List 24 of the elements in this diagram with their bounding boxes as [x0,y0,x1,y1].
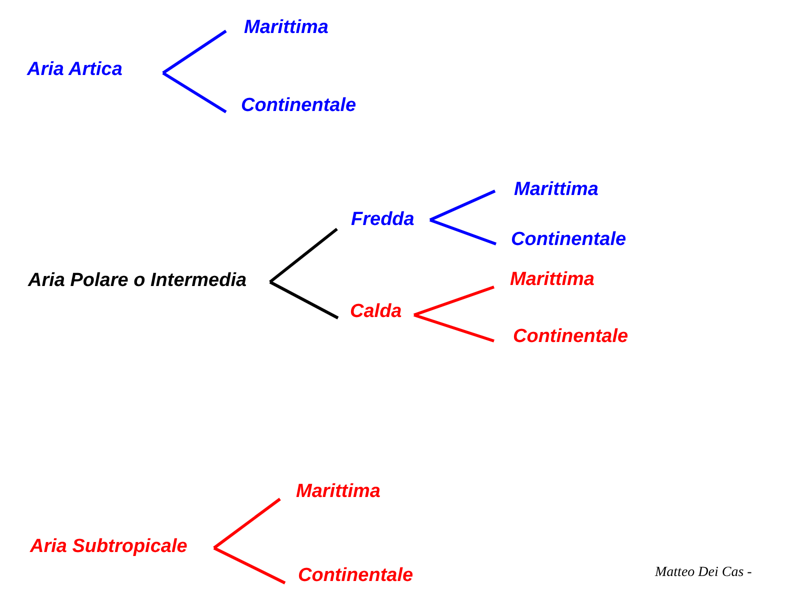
subtype-label: Marittima [244,17,328,39]
subtype-label: Marittima [514,179,598,201]
subtype-label: Marittima [296,481,380,503]
subtype-label: Marittima [510,269,594,291]
air-mass-label: Aria Polare o Intermedia [28,270,247,292]
subtype-label: Continentale [298,565,414,587]
branch-line [162,72,227,114]
branch-line [269,228,338,284]
branch-line [414,314,494,342]
air-mass-label: Aria Artica [27,59,122,81]
subtype-label: Calda [350,301,402,323]
branch-line [162,30,227,74]
branch-line [429,190,496,222]
branch-line [213,546,286,584]
branch-line [414,286,494,316]
branch-line [269,280,339,320]
air-mass-label: Aria Subtropicale [30,536,188,558]
branch-line [213,498,281,550]
subtype-label: Fredda [351,209,414,231]
subtype-label: Continentale [241,95,356,117]
subtype-label: Continentale [511,229,626,251]
branch-line [429,218,497,246]
author-signature: Matteo Dei Cas - [655,565,752,581]
subtype-label: Continentale [513,326,628,348]
